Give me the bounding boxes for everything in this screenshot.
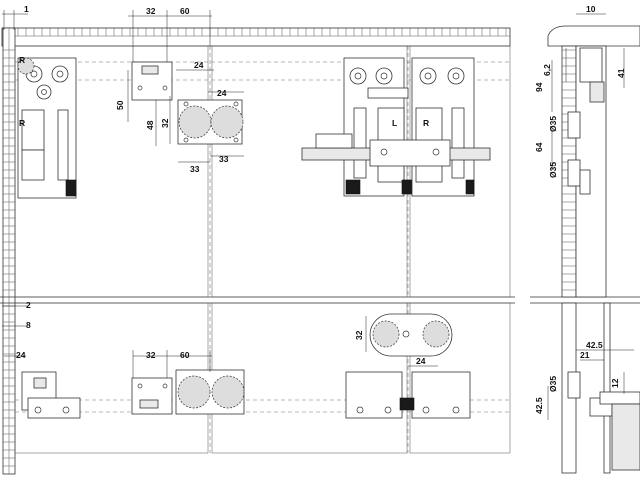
dim-side-41: 41 [616,68,626,78]
dim-side-12: 12 [610,378,620,388]
dim-side-6-2: 6,2 [542,64,552,76]
top-rail [1,27,511,47]
dim-bottom-32: 32 [146,350,156,360]
top-right-carriage-left [343,57,417,197]
dim-side-42-5-v: 42.5 [534,397,544,414]
dim-top-mid-24: 24 [217,88,227,98]
dim-top-32: 32 [146,6,156,16]
dim-top-33-right: 33 [219,154,229,164]
marker-l-center: L [392,118,397,128]
dim-side-d35-b: Ø35 [548,162,558,178]
reference-dashed-lines [15,61,510,413]
bottom-guide-block [131,377,173,415]
dim-side-94: 94 [534,82,544,92]
dimension-lines [2,10,634,420]
dim-top-vert-32: 32 [160,118,170,128]
break-lines [0,296,640,304]
dim-bottom-left-2: 2 [26,300,31,310]
dim-top-vert-48: 48 [145,120,155,130]
dim-side-d35-c: Ø35 [548,376,558,392]
side-view-top [547,25,640,298]
top-right-carriage-right [411,57,475,197]
dim-bottom-mid-24: 24 [416,356,426,366]
dim-bottom-60: 60 [180,350,190,360]
dim-bottom-vert-32: 32 [354,330,364,340]
dim-top-right-24: 24 [194,60,204,70]
dim-top-60: 60 [180,6,190,16]
side-view-bottom [561,302,640,474]
dim-side-21: 21 [580,350,590,360]
top-right-coupling-bar [301,133,491,167]
dim-side-d35-a: Ø35 [548,116,558,132]
dim-bottom-left-8: 8 [26,320,31,330]
marker-r-mid-left: R [19,118,25,128]
bottom-left-guide [21,371,81,419]
dim-side-64: 64 [534,142,544,152]
left-profile [2,27,16,475]
bottom-right-guides [345,371,471,419]
dim-bottom-left-24: 24 [16,350,26,360]
bottom-hinge [175,369,245,415]
top-guide-block [131,61,173,101]
marker-r-center: R [423,118,429,128]
dim-side-10: 10 [586,4,596,14]
dim-top-vert-50: 50 [115,100,125,110]
dim-top-33-left: 33 [190,164,200,174]
dim-side-42-5-h: 42.5 [586,340,603,350]
top-left-carriage [17,57,77,199]
marker-r-top-left: R [19,55,25,65]
top-hinge [177,99,244,145]
dim-top-left-1: 1 [24,4,29,14]
bottom-right-coupler-plate [369,313,453,357]
